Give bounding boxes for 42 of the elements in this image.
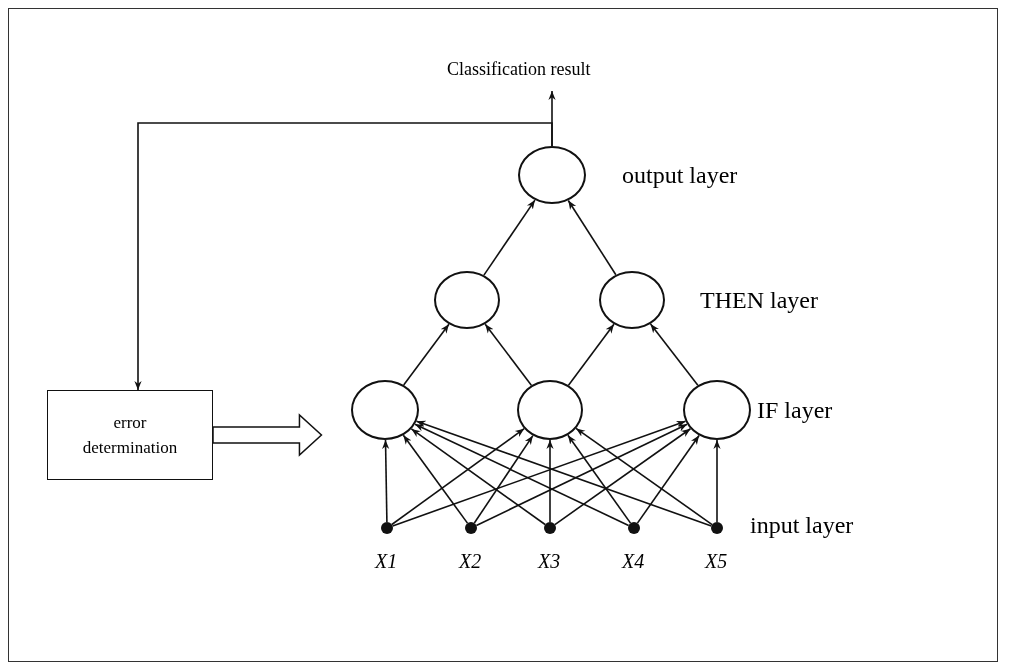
neuron-circle <box>351 380 419 440</box>
arrow <box>649 323 699 386</box>
input-dot <box>465 522 477 534</box>
arrow <box>567 323 615 386</box>
arrow <box>473 434 534 524</box>
input-dot <box>544 522 556 534</box>
input-label: X1 <box>375 550 398 573</box>
arrow <box>554 427 692 526</box>
input-label: X5 <box>705 550 728 573</box>
neuron-circle <box>683 380 751 440</box>
arrow <box>483 199 536 276</box>
input-dot <box>381 522 393 534</box>
arrow <box>567 434 632 524</box>
arrow <box>391 420 687 527</box>
arrow <box>402 323 450 386</box>
arrow <box>410 428 546 526</box>
input-label: X3 <box>538 550 561 573</box>
neuron-circle <box>517 380 583 440</box>
feedback-arrow <box>134 122 553 391</box>
input-label: X2 <box>459 550 482 573</box>
arrow <box>402 434 469 524</box>
arrow <box>391 427 525 526</box>
input-label: X4 <box>622 550 645 573</box>
process-box: error determination <box>47 390 213 480</box>
input-dot <box>628 522 640 534</box>
layer-label: input layer <box>750 512 854 539</box>
layer-label: THEN layer <box>700 287 818 314</box>
arrow <box>636 434 700 524</box>
arrow <box>415 420 713 527</box>
arrow <box>546 439 554 523</box>
arrow <box>567 199 617 276</box>
layer-label: IF layer <box>757 397 833 424</box>
layer-label: output layer <box>622 162 738 189</box>
arrow <box>713 439 721 523</box>
arrow <box>414 423 630 527</box>
block-arrow <box>212 413 323 457</box>
input-dot <box>711 522 723 534</box>
arrow <box>575 427 713 526</box>
arrow <box>484 323 533 387</box>
arrow <box>382 439 390 523</box>
output-label: Classification result <box>447 59 657 85</box>
arrow <box>475 423 688 527</box>
